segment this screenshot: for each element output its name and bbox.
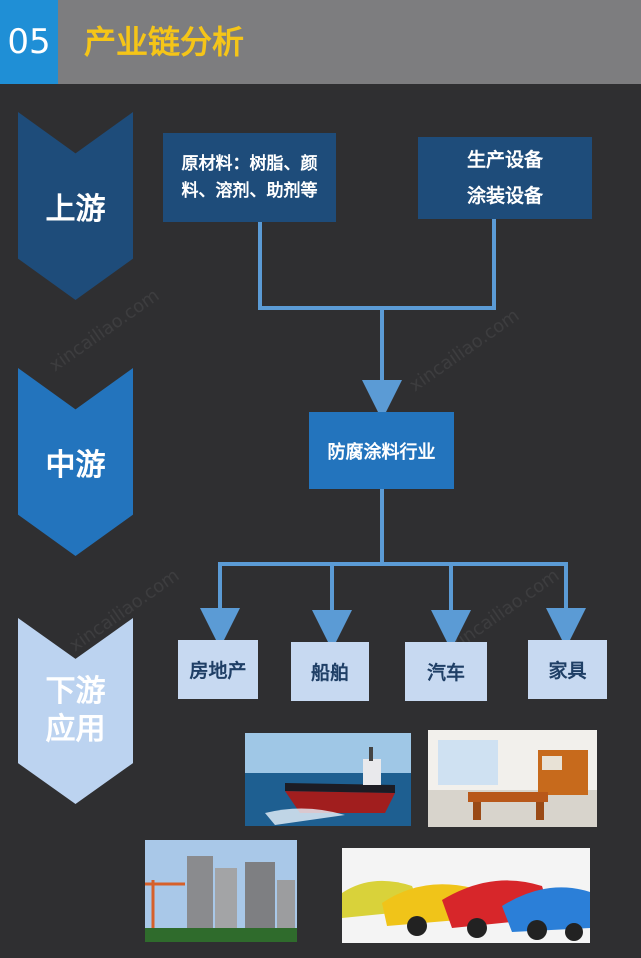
midstream-chevron: 中游 xyxy=(18,368,133,556)
app-label-auto: 汽车 xyxy=(426,662,465,684)
header-bar xyxy=(0,0,641,84)
app-label-furniture: 家具 xyxy=(548,660,587,682)
raw-materials-box: 原材料：树脂、颜料、溶剂、助剂等 xyxy=(163,133,336,222)
furniture-photo xyxy=(428,730,597,827)
downstream-label-line1: 下游 xyxy=(45,674,106,709)
downstream-label-line2: 应用 xyxy=(45,712,106,747)
ship-photo xyxy=(245,733,411,826)
industry-label: 防腐涂料行业 xyxy=(327,441,436,463)
midstream-label: 中游 xyxy=(45,448,106,483)
cars-photo xyxy=(342,848,590,943)
section-number: 05 xyxy=(0,0,58,84)
page-title: 产业链分析 xyxy=(84,23,245,61)
equipment-label-line2: 涂装设备 xyxy=(466,185,543,207)
equipment-label-line1: 生产设备 xyxy=(466,149,543,171)
app-label-shipping: 船舶 xyxy=(310,662,349,684)
app-box-shipping: 船舶 xyxy=(291,642,369,701)
app-label-real-estate: 房地产 xyxy=(189,660,247,682)
industry-box: 防腐涂料行业 xyxy=(309,412,454,489)
app-box-furniture: 家具 xyxy=(528,640,607,699)
equipment-box: 生产设备 涂装设备 xyxy=(418,137,592,219)
upstream-label: 上游 xyxy=(45,192,106,227)
app-box-auto: 汽车 xyxy=(405,642,487,701)
app-box-real-estate: 房地产 xyxy=(178,640,258,699)
buildings-photo xyxy=(145,840,297,942)
raw-materials-label: 原材料：树脂、颜料、溶剂、助剂等 xyxy=(181,153,318,201)
